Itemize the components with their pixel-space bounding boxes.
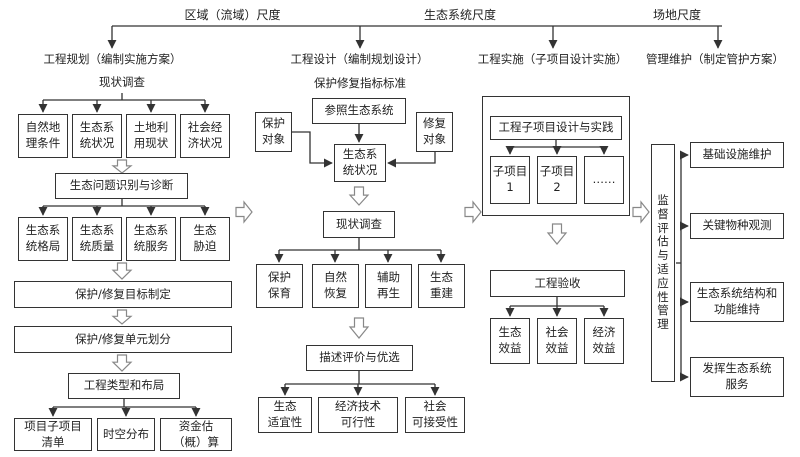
flow-arrow-subprojects-to-acceptance [546,223,568,245]
implementation-benefit-1: 生态 效益 [490,318,530,364]
design-criterion-1: 生态 适宜性 [258,397,312,433]
planning-layout-box: 工程类型和布局 [68,373,180,399]
design-mode-2: 自然 恢复 [312,264,359,308]
planning-survey-label: 现状调查 [99,75,145,90]
scale-ecosystem-label: 生态系统尺度 [423,7,496,22]
design-protect-target-box: 保护 对象 [255,112,292,152]
planning-output-1: 项目子项目 清单 [14,418,92,451]
scale-site-label: 场地尺度 [652,7,701,22]
design-restore-target-box: 修复 对象 [416,112,453,152]
planning-survey-item-4: 社会经 济状况 [180,114,230,158]
maintenance-item-4: 发挥生态系统 服务 [690,357,784,397]
phase-planning-header: 工程规划（编制实施方案） [43,52,182,67]
flow-arrow-eco-status-to-survey [348,186,370,206]
phase-implementation-header: 工程实施（子项目设计实施） [477,52,628,67]
planning-survey-item-3: 土地利 用现状 [126,114,176,158]
flow-arrow-planning-to-design [235,200,253,224]
planning-diagnosis-item-3: 生态系 统服务 [126,217,176,261]
planning-output-3: 资金估 （概）算 [160,418,232,451]
design-mode-1: 保护 保育 [256,264,303,308]
planning-diagnosis-item-4: 生态 胁迫 [180,217,230,261]
flow-arrow-units-to-layout [111,354,133,372]
design-criterion-2: 经济技术 可行性 [318,397,398,433]
planning-output-2: 时空分布 [97,418,155,451]
maintenance-item-3: 生态系统结构和 功能维持 [690,282,784,322]
implementation-benefit-2: 社会 效益 [537,318,577,364]
maintenance-monitor-box: 监督评估与适应性管理 [651,144,675,382]
flow-arrow-survey-to-diagnosis [111,159,133,174]
planning-target-box: 保护/修复目标制定 [14,281,232,308]
implementation-subproject-2: 子项目 2 [537,156,577,204]
phase-design-header: 工程设计（编制规划设计） [290,52,429,67]
design-evaluation-box: 描述评价与优选 [306,345,413,371]
implementation-frame [482,96,630,216]
flow-arrow-design-to-implementation [464,200,482,224]
design-mode-3: 辅助 再生 [365,264,412,308]
planning-diagnosis-item-2: 生态系 统质量 [72,217,122,261]
flow-arrow-target-to-units [111,309,133,325]
implementation-subproject-design-box: 工程子项目设计与实践 [490,116,622,140]
implementation-acceptance-box: 工程验收 [490,270,625,297]
implementation-subproject-1: 子项目 1 [490,156,530,204]
flow-arrow-implementation-to-maintenance [632,200,650,224]
implementation-subproject-etc: …… [584,156,624,204]
design-survey-box: 现状调查 [323,211,395,238]
connector-19 [387,152,436,168]
design-reference-box: 参照生态系统 [312,98,406,124]
maintenance-item-2: 关键物种观测 [690,213,784,239]
flow-arrow-diagnosis-to-target [111,262,133,280]
design-eco-status-box: 生态系 统状况 [334,144,386,182]
design-mode-4: 生态 重建 [418,264,465,308]
planning-diagnosis-box: 生态问题识别与诊断 [55,173,188,199]
phase-maintenance-header: 管理维护（制定管护方案） [646,52,784,67]
planning-units-box: 保护/修复单元划分 [14,326,232,353]
flow-arrow-modes-to-evaluation [348,317,370,339]
planning-survey-item-2: 生态系 统状况 [72,114,122,158]
design-indicator-label: 保护修复指标标准 [314,76,406,91]
planning-survey-item-1: 自然地 理条件 [18,114,68,158]
planning-diagnosis-item-1: 生态系 统格局 [18,217,68,261]
implementation-benefit-3: 经济 效益 [584,318,624,364]
scale-region-label: 区域（流域）尺度 [184,7,281,22]
maintenance-item-1: 基础设施维护 [690,142,784,168]
connector-18 [292,131,333,168]
design-criterion-3: 社会 可接受性 [405,397,465,433]
